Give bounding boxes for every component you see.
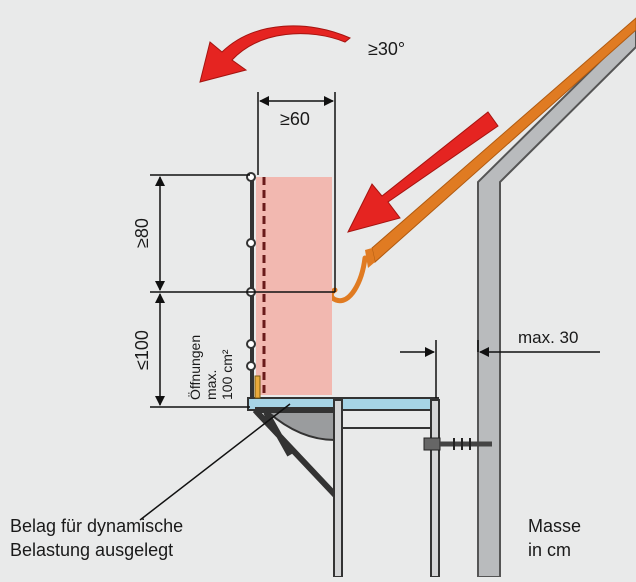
label-gap: max. 30 (518, 328, 578, 347)
label-units-1: Masse (528, 516, 581, 536)
label-angle: ≥30° (368, 39, 405, 59)
rail-points (246, 172, 256, 371)
building-wall (477, 24, 636, 578)
label-deck-1: Belag für dynamische (10, 516, 183, 536)
anchor (423, 437, 441, 451)
label-width: ≥60 (280, 109, 310, 129)
label-units-2: in cm (528, 540, 571, 560)
dimension-lines (139, 92, 600, 521)
curved-arrow-icon (199, 25, 351, 83)
toe-board (254, 375, 261, 399)
gutter (328, 255, 368, 304)
label-height-lower: ≤100 (132, 330, 152, 370)
scaffold-structure (247, 175, 492, 578)
roof (365, 17, 636, 268)
label-openings-2: max. (203, 370, 219, 400)
label-openings-3: 100 cm² (219, 349, 235, 400)
label-height-upper: ≥80 (132, 218, 152, 248)
label-openings-1: Öffnungen (186, 335, 203, 400)
label-deck-2: Belastung ausgelegt (10, 540, 173, 560)
straight-arrow-icon (347, 111, 499, 233)
safety-zone (256, 177, 332, 395)
